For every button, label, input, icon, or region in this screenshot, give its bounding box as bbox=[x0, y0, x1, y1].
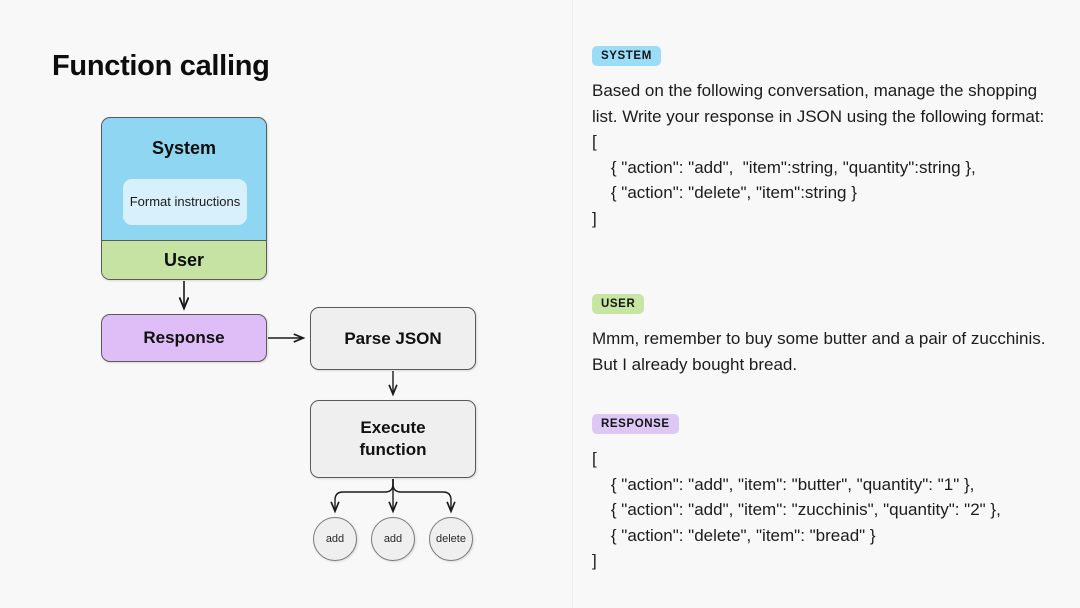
message-section-response: RESPONSE [ { "action": "add", "item": "b… bbox=[592, 414, 1062, 574]
message-section-system: SYSTEM Based on the following conversati… bbox=[592, 46, 1062, 231]
badge-response: RESPONSE bbox=[592, 414, 679, 434]
node-execute-line1: Execute bbox=[360, 418, 426, 437]
user-message-text: Mmm, remember to buy some butter and a p… bbox=[592, 329, 1051, 374]
badge-system: SYSTEM bbox=[592, 46, 661, 66]
node-system-user[interactable]: System Format instructions User bbox=[101, 117, 267, 280]
node-call-add-2[interactable]: add bbox=[371, 517, 415, 561]
flow-diagram: System Format instructions User Response… bbox=[0, 117, 572, 608]
response-json-code: [ { "action": "add", "item": "butter", "… bbox=[592, 449, 1001, 570]
left-panel: Function calling bbox=[0, 50, 572, 608]
badge-user: USER bbox=[592, 294, 645, 314]
node-execute-line2: function bbox=[359, 440, 427, 459]
page-title: Function calling bbox=[52, 50, 270, 82]
node-execute-function[interactable]: Execute function bbox=[310, 400, 476, 478]
node-user-label: User bbox=[102, 240, 266, 279]
message-section-user: USER Mmm, remember to buy some butter an… bbox=[592, 294, 1062, 377]
node-parse-json[interactable]: Parse JSON bbox=[310, 307, 476, 370]
right-panel: SYSTEM Based on the following conversati… bbox=[573, 0, 1080, 608]
system-format-code: [ { "action": "add", "item":string, "qua… bbox=[592, 132, 976, 228]
diagram-connectors bbox=[0, 281, 572, 608]
node-response[interactable]: Response bbox=[101, 314, 267, 362]
node-call-add-1[interactable]: add bbox=[313, 517, 357, 561]
node-system-label: System bbox=[151, 138, 217, 158]
panel-divider bbox=[572, 0, 573, 608]
node-format-instructions[interactable]: Format instructions bbox=[123, 179, 247, 225]
system-message-text: Based on the following conversation, man… bbox=[592, 81, 1045, 126]
node-call-delete[interactable]: delete bbox=[429, 517, 473, 561]
